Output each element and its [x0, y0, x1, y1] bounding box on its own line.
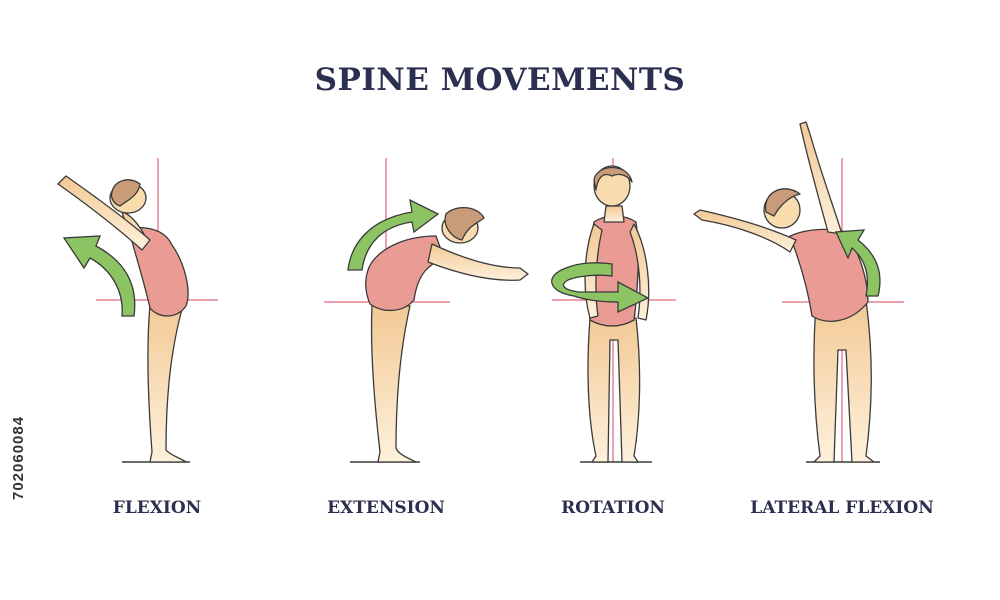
body — [365, 207, 529, 463]
curved-arrow-icon — [347, 198, 440, 271]
label-flexion: FLEXION — [112, 498, 202, 518]
figure-lateral-flexion — [693, 121, 904, 463]
curved-arrow-icon — [62, 235, 136, 317]
diagram-title: SPINE MOVEMENTS — [314, 62, 686, 98]
stock-id-watermark: 702060084 — [10, 415, 27, 500]
label-lateral-flexion: LATERAL FLEXION — [750, 498, 934, 518]
label-extension: EXTENSION — [327, 498, 445, 518]
figure-flexion — [57, 158, 218, 463]
rotation-arrow-icon — [551, 262, 650, 314]
curved-arrow-icon — [835, 229, 881, 297]
figure-extension — [324, 158, 529, 463]
label-rotation: ROTATION — [561, 498, 665, 518]
body — [693, 121, 875, 463]
body — [584, 165, 650, 463]
body — [57, 175, 189, 463]
figure-rotation — [551, 158, 676, 463]
